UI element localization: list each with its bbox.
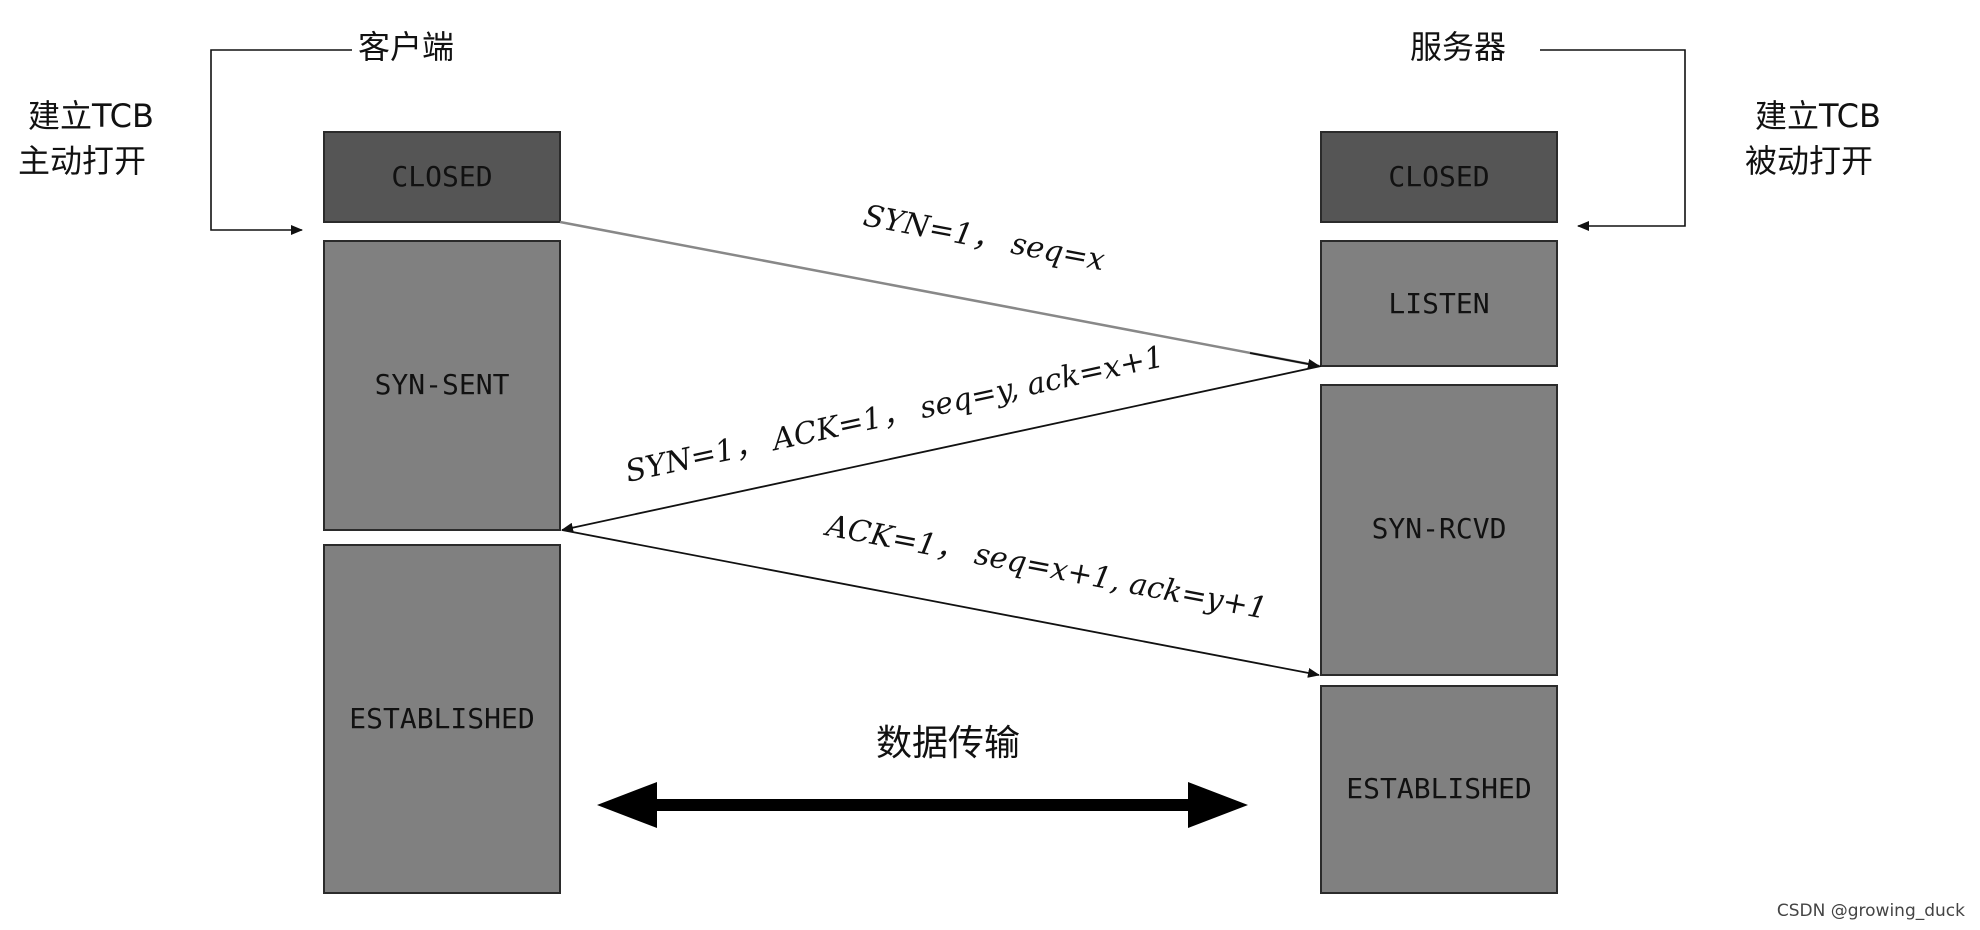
server-open-label-line1: 建立TCB — [1755, 97, 1881, 135]
client-open-label-line2: 主动打开 — [18, 142, 146, 180]
message-syn: SYN=1， seq=x — [559, 198, 1320, 369]
server-open-bracket — [1540, 49, 1686, 231]
server-state-listen: LISTEN — [1320, 240, 1558, 367]
client-open-bracket — [210, 49, 352, 235]
server-state-established-label: ESTABLISHED — [1346, 772, 1531, 805]
data-transfer-double-arrow — [597, 782, 1248, 828]
client-state-syn-sent-label: SYN-SENT — [375, 368, 510, 401]
message-syn-ack-label: SYN=1， ACK=1， seq=y, ack=x+1 — [622, 339, 1167, 489]
server-state-syn-rcvd: SYN-RCVD — [1320, 384, 1558, 676]
server-state-closed: CLOSED — [1320, 131, 1558, 223]
data-transfer-label: 数据传输 — [876, 723, 1020, 764]
client-title: 客户端 — [358, 28, 454, 66]
client-state-syn-sent: SYN-SENT — [323, 240, 561, 531]
server-state-established: ESTABLISHED — [1320, 685, 1558, 894]
server-state-syn-rcvd-label: SYN-RCVD — [1372, 512, 1507, 545]
client-state-closed: CLOSED — [323, 131, 561, 223]
client-state-established-label: ESTABLISHED — [349, 702, 534, 735]
message-syn-label: SYN=1， seq=x — [861, 198, 1108, 278]
message-ack: ACK=1， seq=x+1, ack=y+1 — [561, 508, 1320, 678]
client-open-label-line1: 建立TCB — [28, 97, 154, 135]
server-open-label-line2: 被动打开 — [1745, 142, 1873, 180]
message-syn-ack: SYN=1， ACK=1， seq=y, ack=x+1 — [561, 339, 1322, 533]
server-state-listen-label: LISTEN — [1388, 287, 1489, 320]
watermark: CSDN @growing_duck — [1777, 901, 1965, 921]
client-state-established: ESTABLISHED — [323, 544, 561, 894]
server-title: 服务器 — [1410, 28, 1506, 66]
client-state-closed-label: CLOSED — [391, 160, 492, 193]
server-state-closed-label: CLOSED — [1388, 160, 1489, 193]
message-ack-label: ACK=1， seq=x+1, ack=y+1 — [821, 508, 1270, 627]
